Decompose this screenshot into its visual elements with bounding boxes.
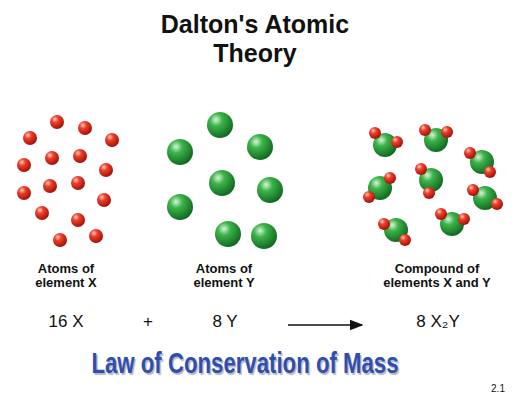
compound-molecule [464, 147, 496, 178]
compound-molecule [415, 163, 443, 199]
atom-x [17, 158, 31, 172]
atom-y [167, 139, 193, 165]
atom-x [35, 206, 49, 220]
atom-x [441, 126, 453, 138]
formula-term: 8 X₂Y [388, 313, 488, 332]
atom-x [105, 133, 119, 147]
compound-molecule [419, 124, 453, 152]
formula-term: 8 Y [185, 313, 265, 332]
atom-y [207, 112, 233, 138]
atom-x [73, 149, 87, 163]
atom-x [363, 191, 375, 203]
atom-x [369, 127, 381, 139]
law-banner: Law of Conservation of Mass [90, 346, 401, 379]
compound-molecule [369, 127, 403, 157]
group-label: Compound of elements X and Y [367, 262, 507, 291]
compound-molecule [363, 172, 396, 203]
atom-x [491, 198, 503, 210]
group-label: Atoms of element Y [174, 262, 274, 291]
atom-x [378, 218, 390, 230]
atom-x [17, 186, 31, 200]
atom-y [247, 134, 273, 160]
atom-x [399, 234, 411, 246]
atom-x [484, 166, 496, 178]
atom-x [99, 163, 113, 177]
atom-x [45, 151, 59, 165]
atom-x [423, 187, 435, 199]
compound-molecule [467, 184, 503, 210]
atom-x [391, 136, 403, 148]
atom-x [23, 131, 37, 145]
atom-y [251, 223, 277, 249]
atom-x [43, 179, 57, 193]
slide-number: 2.1 [483, 383, 513, 394]
atom-x [458, 213, 470, 225]
group-label: Atoms of element X [16, 262, 116, 291]
atom-x [419, 124, 431, 136]
diagram-title: Dalton's Atomic Theory [150, 10, 360, 68]
atom-y [167, 194, 193, 220]
atom-x [464, 147, 476, 159]
atom-x [53, 233, 67, 247]
atom-y [209, 170, 235, 196]
atom-x [78, 121, 92, 135]
atom-y [215, 221, 241, 247]
compound-molecule [435, 208, 470, 236]
compound-molecule [378, 218, 411, 246]
atom-y [257, 177, 283, 203]
atom-x [97, 193, 111, 207]
atom-x [71, 176, 85, 190]
atom-x [435, 208, 447, 220]
atom-x [89, 229, 103, 243]
atom-x [384, 172, 396, 184]
reaction-arrow [288, 324, 362, 326]
atom-x [50, 115, 64, 129]
plus-sign: + [133, 313, 163, 332]
formula-term: 16 X [26, 313, 106, 332]
atom-x [71, 213, 85, 227]
atom-x [415, 163, 427, 175]
atom-x [467, 184, 479, 196]
